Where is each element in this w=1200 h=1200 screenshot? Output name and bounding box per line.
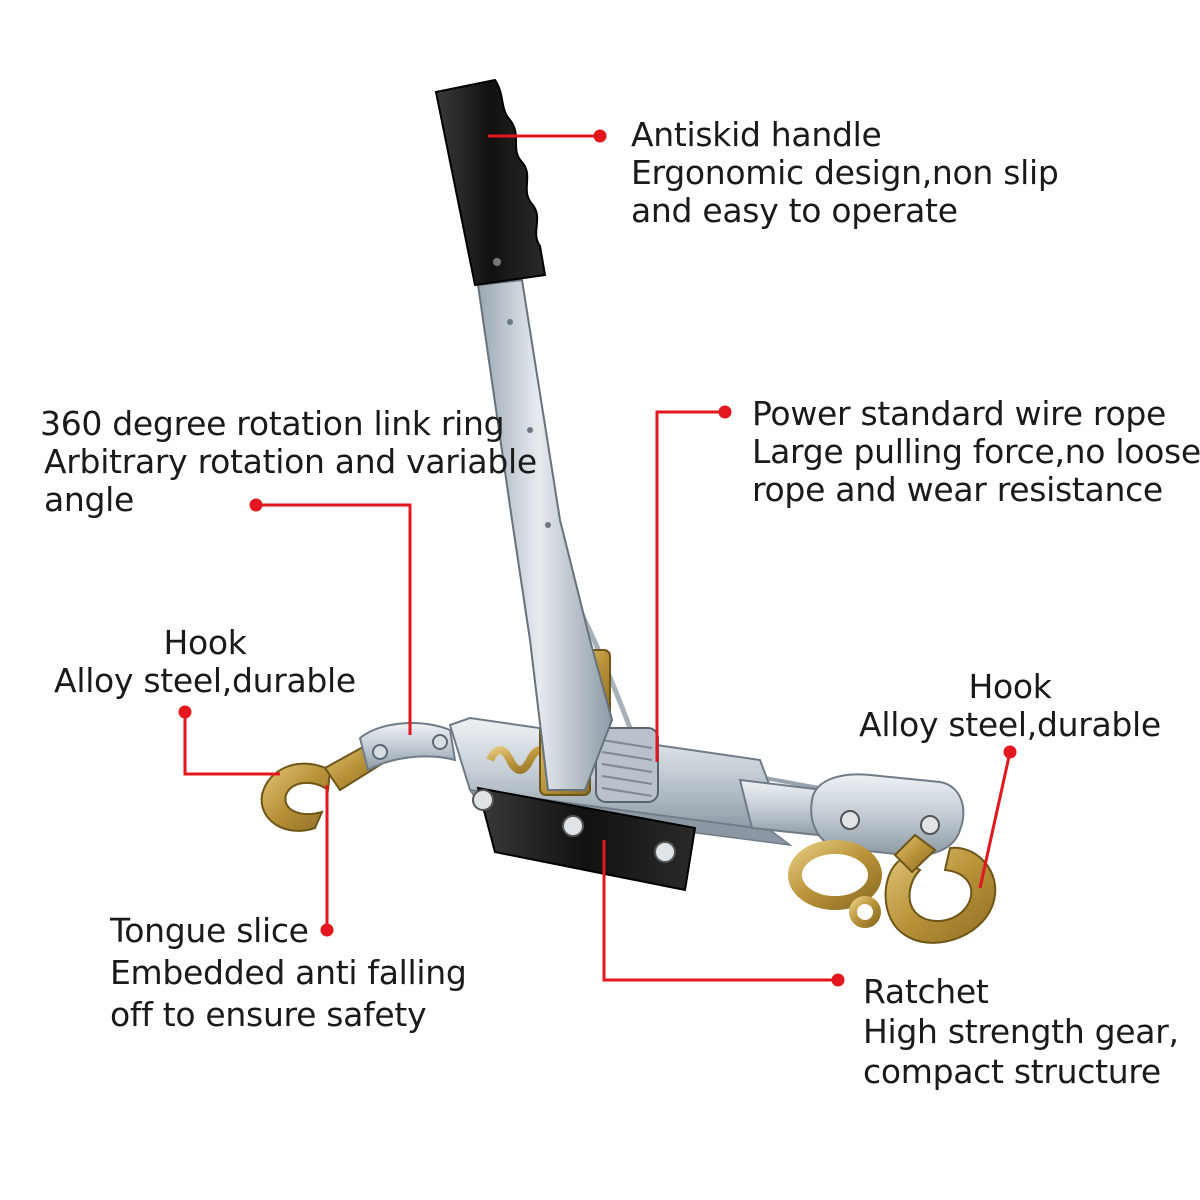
callout-leader-hook-left bbox=[178, 705, 280, 776]
callout-leader-hook-right bbox=[978, 745, 1017, 889]
callout-title: Tongue slice bbox=[110, 911, 309, 950]
callout-title: Hook bbox=[163, 623, 247, 662]
callout-line: Ergonomic design,non slip bbox=[631, 153, 1059, 192]
callout-line: Alloy steel,durable bbox=[54, 661, 356, 700]
callout-hook-left: Hook Alloy steel,durable bbox=[45, 624, 365, 700]
callout-title: 360 degree rotation link ring bbox=[40, 404, 505, 443]
callout-line: Alloy steel,durable bbox=[859, 705, 1161, 744]
callout-line: rope and wear resistance bbox=[752, 470, 1163, 509]
callout-link-ring: 360 degree rotation link ring Arbitrary … bbox=[40, 405, 537, 519]
callout-line: off to ensure safety bbox=[110, 995, 427, 1034]
callout-leader-ratchet bbox=[602, 840, 845, 987]
callout-line: Arbitrary rotation and variable bbox=[44, 442, 537, 481]
base-bolt-1 bbox=[472, 789, 494, 811]
callout-line: High strength gear, bbox=[863, 1012, 1179, 1051]
callout-title: Antiskid handle bbox=[631, 115, 882, 154]
callout-leader-tongue bbox=[320, 785, 334, 937]
come-along-puller bbox=[260, 78, 997, 944]
callout-title: Hook bbox=[968, 667, 1052, 706]
right-hook-illustration bbox=[788, 833, 997, 944]
callout-title: Power standard wire rope bbox=[752, 394, 1167, 433]
callout-tongue-slice: Tongue slice Embedded anti falling off t… bbox=[110, 910, 467, 1036]
lever-arm-illustration bbox=[476, 278, 614, 791]
callout-ratchet: Ratchet High strength gear, compact stru… bbox=[863, 972, 1179, 1092]
black-base-plate bbox=[476, 786, 697, 892]
callout-line: Embedded anti falling bbox=[110, 953, 467, 992]
link-ring-illustration bbox=[358, 722, 457, 772]
callout-title: Ratchet bbox=[863, 972, 989, 1011]
callout-line: angle bbox=[44, 480, 135, 519]
callout-wire-rope: Power standard wire rope Large pulling f… bbox=[752, 395, 1200, 509]
callout-line: Large pulling force,no loose bbox=[752, 432, 1200, 471]
base-bolt-2 bbox=[562, 815, 584, 837]
callout-line: and easy to operate bbox=[631, 191, 958, 230]
callout-leader-wire-rope bbox=[655, 405, 732, 762]
callout-leader-link-ring bbox=[249, 498, 412, 735]
base-bolt-3 bbox=[654, 841, 676, 863]
callout-hook-right: Hook Alloy steel,durable bbox=[850, 668, 1170, 744]
pulley-block-illustration bbox=[810, 773, 965, 857]
callout-line: compact structure bbox=[863, 1052, 1161, 1091]
callout-antiskid-handle: Antiskid handle Ergonomic design,non sli… bbox=[631, 115, 1059, 230]
handle-grip-illustration bbox=[434, 78, 547, 287]
callout-leader-handle bbox=[488, 129, 607, 143]
